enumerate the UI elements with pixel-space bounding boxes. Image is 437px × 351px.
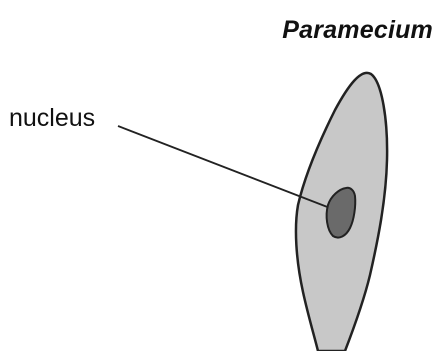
nucleus-leader-line	[117, 125, 331, 209]
nucleus	[325, 186, 357, 239]
diagram-title: Paramecium	[282, 16, 433, 44]
nucleus-label: nucleus	[9, 104, 96, 132]
